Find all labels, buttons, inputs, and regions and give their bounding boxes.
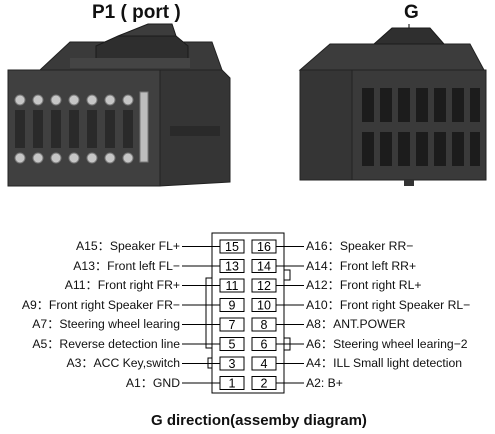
pin-number-left: 1 <box>229 377 236 391</box>
p1-port-title: P1 ( port ) <box>92 2 181 23</box>
pin-label-right: A14：Front left RR+ <box>306 258 417 273</box>
pin-label-left: A9：Front right Speaker FR− <box>21 297 180 312</box>
pin-number-left: 7 <box>229 318 236 332</box>
pin-label-right: A4：ILL Small light detection <box>306 356 463 370</box>
pin-label-right: A8：ANT.POWER <box>306 317 406 331</box>
pin-number-right: 14 <box>257 260 271 274</box>
pin-number-left: 11 <box>226 279 239 293</box>
pin-label-left: A1：GND <box>125 375 180 390</box>
pin-number-left: 9 <box>229 299 236 313</box>
pin-number-left: 5 <box>229 338 236 352</box>
pin-number-right: 8 <box>261 318 268 332</box>
pin-label-right: A10：Front right Speaker RL− <box>306 297 471 312</box>
pin-number-right: 10 <box>257 299 271 313</box>
pin-label-left: A7：Steering wheel learing <box>32 317 180 331</box>
pin-label-left: A15：Speaker FL+ <box>76 239 180 253</box>
pin-label-right: A2: B+ <box>306 375 343 390</box>
pin-label-left: A11：Front right FR+ <box>64 278 180 292</box>
p1-connector-image <box>7 23 231 187</box>
pin-label-right: A12：Front right RL+ <box>306 278 422 292</box>
pin-number-right: 12 <box>257 279 271 293</box>
g-label: G <box>404 2 419 23</box>
pin-label-left: A5：Reverse detection line <box>32 336 180 351</box>
pin-label-left: A13：Front left FL− <box>73 258 180 273</box>
pin-label-right: A6：Steering wheel learing−2 <box>306 336 468 351</box>
pin-number-left: 15 <box>225 240 239 254</box>
pin-number-left: 3 <box>229 357 236 371</box>
pin-diagram-outline <box>205 232 291 394</box>
pin-number-right: 2 <box>261 377 268 391</box>
pin-label-left: A3：ACC Key,switch <box>66 356 180 370</box>
pin-number-right: 4 <box>261 357 268 371</box>
pin-number-right: 16 <box>257 240 271 254</box>
pin-number-left: 13 <box>225 260 239 274</box>
diagram-caption: G direction(assemby diagram) <box>151 412 367 429</box>
pin-number-right: 6 <box>261 338 268 352</box>
g-connector-image <box>298 24 487 186</box>
pin-label-right: A16：Speaker RR− <box>306 239 414 253</box>
